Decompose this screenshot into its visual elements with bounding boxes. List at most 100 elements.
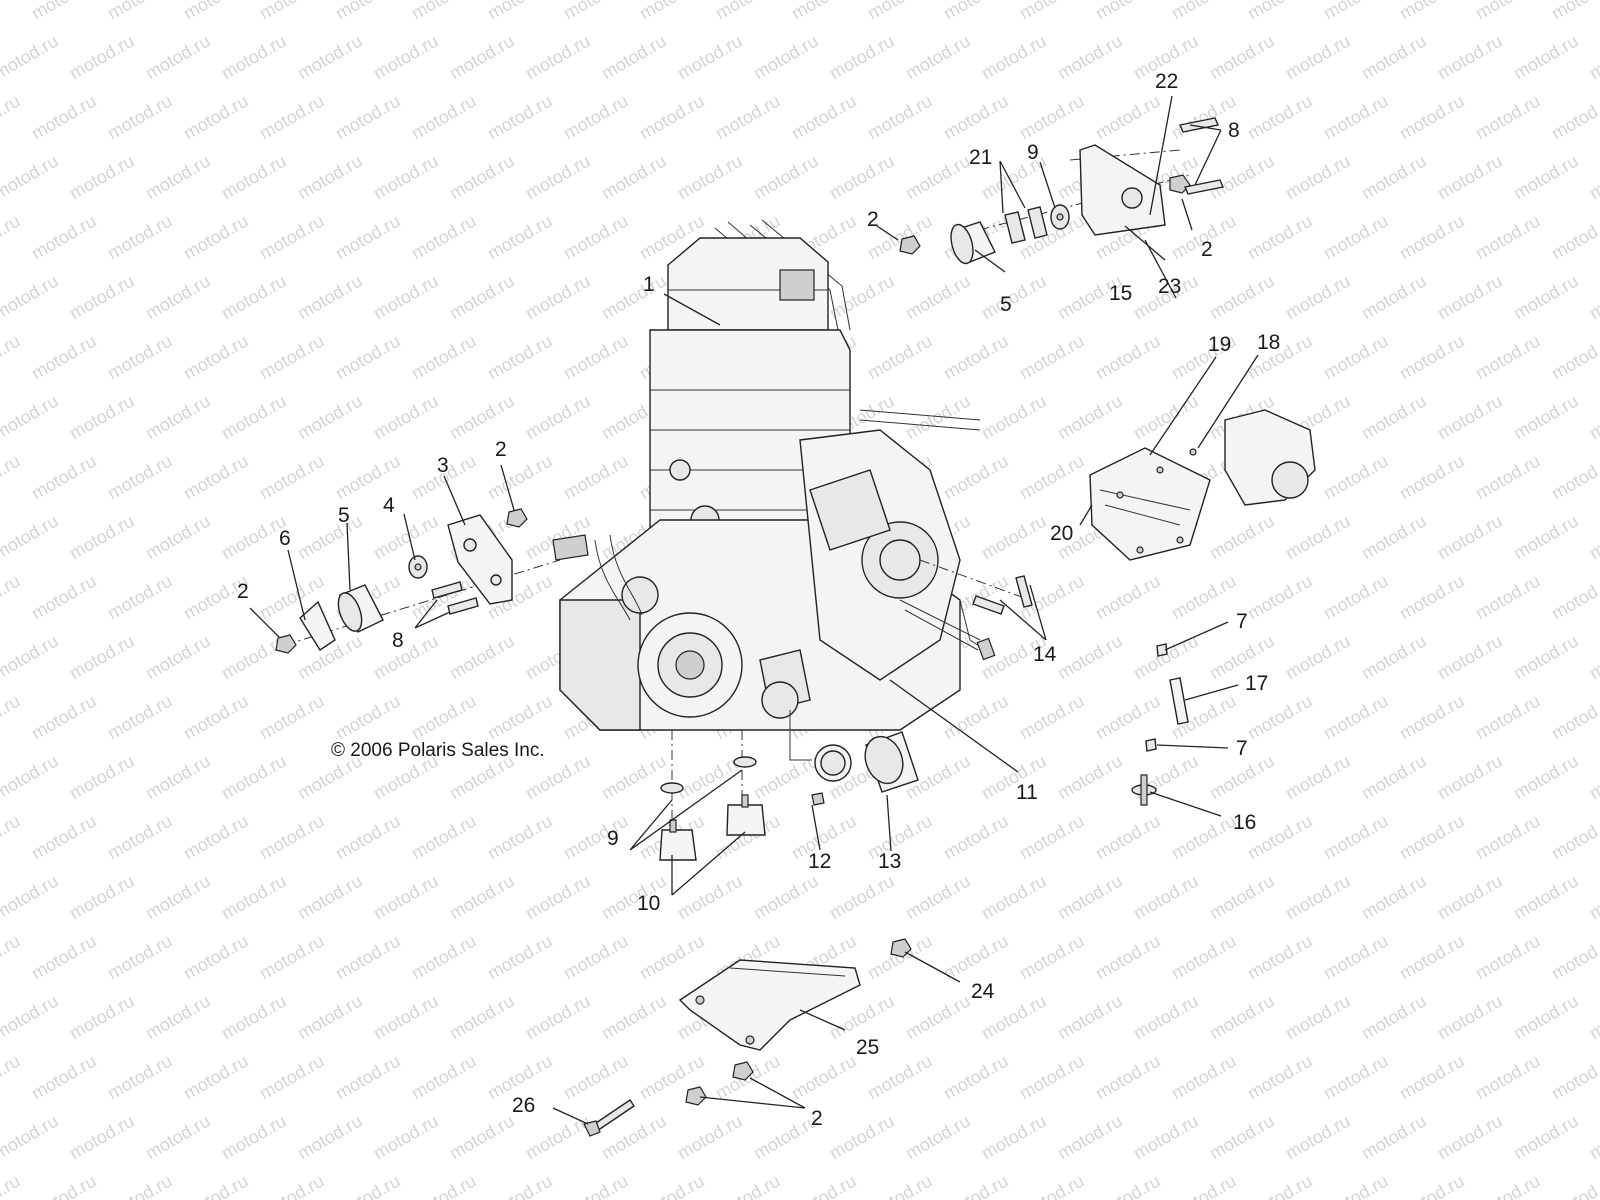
watermark-text: motod.ru xyxy=(0,451,24,504)
watermark-text: motod.ru xyxy=(484,211,556,264)
watermark-text: motod.ru xyxy=(370,151,442,204)
watermark-text: motod.ru xyxy=(1282,751,1354,804)
watermark-text: motod.ru xyxy=(1130,991,1202,1044)
watermark-text: motod.ru xyxy=(66,871,138,924)
watermark-text: motod.ru xyxy=(560,811,632,864)
callout-labels: 1 2 2 2 2 2 3 4 5 5 6 7 7 8 8 9 9 10 11 … xyxy=(237,70,1280,1130)
watermark-text: motod.ru xyxy=(750,31,822,84)
watermark-text: motod.ru xyxy=(218,751,290,804)
watermark-text: motod.ru xyxy=(1168,571,1240,624)
watermark-text: motod.ru xyxy=(218,391,290,444)
watermark-text: motod.ru xyxy=(1016,1171,1088,1200)
watermark-text: motod.ru xyxy=(66,31,138,84)
callout-19: 19 xyxy=(1208,333,1231,356)
watermark-text: motod.ru xyxy=(28,811,100,864)
watermark-text: motod.ru xyxy=(1472,1051,1544,1104)
watermark-text: motod.ru xyxy=(180,91,252,144)
lower-mount-assembly xyxy=(659,730,766,861)
leader-lines xyxy=(249,95,1259,1125)
watermark-text: motod.ru xyxy=(370,871,442,924)
watermark-text: motod.ru xyxy=(1396,0,1468,23)
watermark-text: motod.ru xyxy=(978,1111,1050,1164)
watermark-text: motod.ru xyxy=(1586,871,1600,924)
watermark-text: motod.ru xyxy=(902,151,974,204)
watermark-text: motod.ru xyxy=(522,271,594,324)
watermark-text: motod.ru xyxy=(1092,571,1164,624)
watermark-text: motod.ru xyxy=(598,31,670,84)
watermark-text: motod.ru xyxy=(788,91,860,144)
watermark-text: motod.ru xyxy=(28,1171,100,1200)
watermark-text: motod.ru xyxy=(1548,91,1600,144)
watermark-text: motod.ru xyxy=(66,151,138,204)
throttle-body-assembly xyxy=(1089,409,1316,561)
watermark-text: motod.ru xyxy=(0,691,24,744)
watermark-text: motod.ru xyxy=(1548,931,1600,984)
watermark-text: motod.ru xyxy=(1320,1051,1392,1104)
watermark-text: motod.ru xyxy=(446,151,518,204)
watermark-text: motod.ru xyxy=(1016,451,1088,504)
watermark-text: motod.ru xyxy=(1358,31,1430,84)
watermark-text: motod.ru xyxy=(256,811,328,864)
watermark-text: motod.ru xyxy=(1434,991,1506,1044)
watermark-text: motod.ru xyxy=(1282,631,1354,684)
callout-18: 18 xyxy=(1257,331,1280,354)
watermark-text: motod.ru xyxy=(1244,211,1316,264)
watermark-text: motod.ru xyxy=(1510,31,1582,84)
watermark-text: motod.ru xyxy=(1092,91,1164,144)
watermark-text: motod.ru xyxy=(294,871,366,924)
watermark-text: motod.ru xyxy=(1358,511,1430,564)
watermark-text: motod.ru xyxy=(1472,91,1544,144)
watermark-text: motod.ru xyxy=(864,91,936,144)
watermark-text: motod.ru xyxy=(674,871,746,924)
watermark-text: motod.ru xyxy=(1092,0,1164,23)
watermark-text: motod.ru xyxy=(28,1051,100,1104)
watermark-text: motod.ru xyxy=(142,511,214,564)
watermark-text: motod.ru xyxy=(712,91,784,144)
watermark-text: motod.ru xyxy=(940,1051,1012,1104)
watermark-text: motod.ru xyxy=(522,991,594,1044)
watermark-text: motod.ru xyxy=(332,211,404,264)
watermark-text: motod.ru xyxy=(1358,871,1430,924)
watermark-text: motod.ru xyxy=(1586,1111,1600,1164)
watermark-text: motod.ru xyxy=(1054,631,1126,684)
watermark-text: motod.ru xyxy=(788,0,860,23)
watermark-text: motod.ru xyxy=(598,751,670,804)
watermark-text: motod.ru xyxy=(0,751,62,804)
watermark-text: motod.ru xyxy=(408,691,480,744)
watermark-text: motod.ru xyxy=(484,0,556,23)
watermark-text: motod.ru xyxy=(256,211,328,264)
watermark-text: motod.ru xyxy=(560,451,632,504)
callout-25: 25 xyxy=(856,1036,879,1059)
watermark-text: motod.ru xyxy=(1320,0,1392,23)
watermark-text: motod.ru xyxy=(1092,331,1164,384)
watermark-text: motod.ru xyxy=(674,1111,746,1164)
watermark-text: motod.ru xyxy=(104,91,176,144)
watermark-text: motod.ru xyxy=(522,871,594,924)
watermark-text: motod.ru xyxy=(902,1111,974,1164)
front-mount-assembly xyxy=(275,508,561,654)
watermark-text: motod.ru xyxy=(1548,811,1600,864)
watermark-text: motod.ru xyxy=(294,391,366,444)
watermark-text: motod.ru xyxy=(750,871,822,924)
watermark-text: motod.ru xyxy=(1320,931,1392,984)
watermark-text: motod.ru xyxy=(864,1171,936,1200)
watermark-text: motod.ru xyxy=(1434,751,1506,804)
watermark-text: motod.ru xyxy=(408,211,480,264)
watermark-text: motod.ru xyxy=(0,91,24,144)
watermark-text: motod.ru xyxy=(978,511,1050,564)
watermark-text: motod.ru xyxy=(0,391,62,444)
watermark-text: motod.ru xyxy=(1396,811,1468,864)
watermark-text: motod.ru xyxy=(104,1051,176,1104)
callout-9-top: 9 xyxy=(1027,141,1039,164)
watermark-text: motod.ru xyxy=(408,931,480,984)
watermark-text: motod.ru xyxy=(104,1171,176,1200)
watermark-text: motod.ru xyxy=(1472,1171,1544,1200)
watermark-text: motod.ru xyxy=(218,871,290,924)
watermark-text: motod.ru xyxy=(408,1051,480,1104)
watermark-text: motod.ru xyxy=(1016,691,1088,744)
watermark-text: motod.ru xyxy=(1586,391,1600,444)
watermark-text: motod.ru xyxy=(1396,1051,1468,1104)
watermark-text: motod.ru xyxy=(332,691,404,744)
watermark-text: motod.ru xyxy=(1320,571,1392,624)
watermark-text: motod.ru xyxy=(142,31,214,84)
